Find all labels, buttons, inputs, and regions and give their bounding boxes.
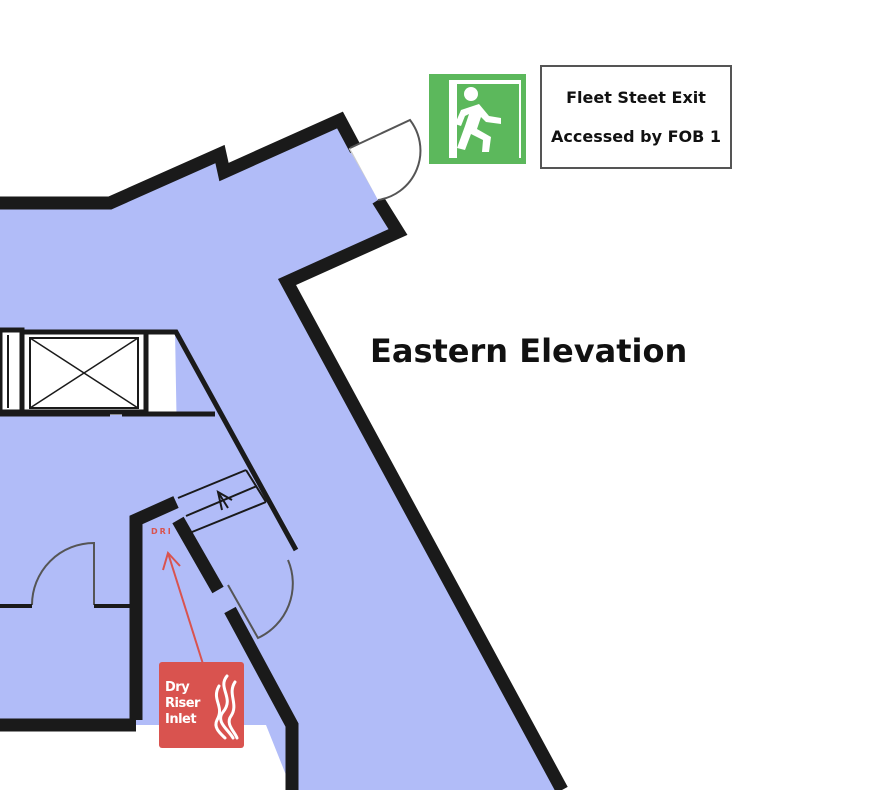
exit-label-line2: Accessed by FOB 1	[550, 127, 721, 146]
exit-sign-icon	[429, 74, 526, 164]
left-room-floor	[0, 415, 215, 720]
elevation-title: Eastern Elevation	[370, 332, 688, 370]
lift-shaft	[0, 327, 299, 552]
stairs	[177, 469, 267, 533]
internal-doors	[0, 541, 294, 640]
dri-tag: DRI	[151, 527, 173, 536]
dry-riser-arrow	[162, 551, 204, 665]
flame-icon	[214, 674, 239, 740]
exit-label: Fleet Steet Exit Accessed by FOB 1	[540, 65, 732, 169]
exit-door	[348, 118, 422, 201]
dry-riser-line2: Riser	[165, 696, 200, 711]
exit-label-line1: Fleet Steet Exit	[566, 88, 706, 107]
dry-riser-sign: Dry Riser Inlet	[159, 662, 244, 748]
dry-riser-line1: Dry	[165, 680, 190, 695]
dry-riser-line3: Inlet	[165, 712, 197, 727]
outer-walls	[0, 111, 568, 790]
